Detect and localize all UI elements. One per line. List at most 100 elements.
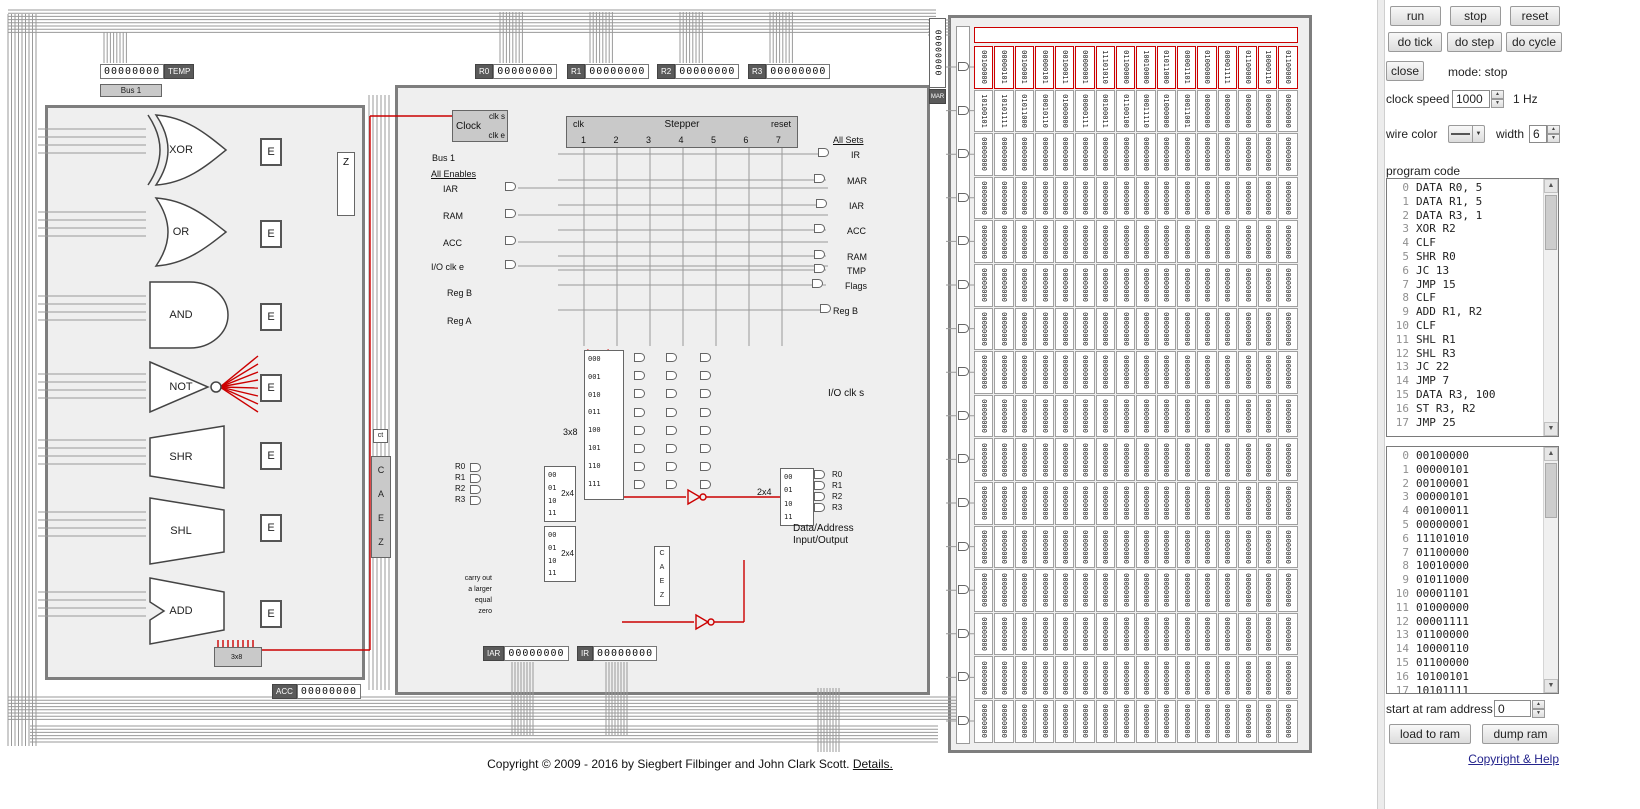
ram-cell-206[interactable]: 00000000	[1258, 569, 1278, 612]
ram-cell-194[interactable]: 00000000	[1014, 569, 1034, 612]
ram-cell-187[interactable]: 00000000	[1197, 525, 1217, 569]
ram-cell-250[interactable]: 00000000	[1176, 699, 1197, 743]
ram-cell-109[interactable]: 00000000	[1237, 307, 1258, 351]
ram-cell-45[interactable]: 00000000	[1237, 133, 1258, 176]
ram-cell-179[interactable]: 00000000	[1034, 525, 1055, 569]
ram-cell-39[interactable]: 00000000	[1116, 133, 1136, 176]
ram-cell-3[interactable]: 00000101	[1034, 46, 1055, 89]
ram-cell-106[interactable]: 00000000	[1176, 307, 1197, 351]
ram-cell-18[interactable]: 01011000	[1014, 89, 1034, 133]
scroll-up-icon[interactable]: ▲	[1544, 447, 1558, 461]
ram-cell-126[interactable]: 00000000	[1258, 351, 1278, 394]
ram-cell-40[interactable]: 00000000	[1136, 133, 1156, 176]
do-tick-button[interactable]: do tick	[1388, 32, 1442, 52]
ram-cell-148[interactable]: 00000000	[1055, 438, 1075, 481]
spinner-up-icon[interactable]: ▲	[1547, 125, 1560, 134]
ram-cell-81[interactable]: 00000000	[994, 263, 1014, 307]
ram-cell-11[interactable]: 01000000	[1197, 46, 1217, 89]
ram-cell-127[interactable]: 00000000	[1278, 351, 1298, 394]
ram-cell-231[interactable]: 00000000	[1116, 656, 1136, 699]
ram-cell-37[interactable]: 00000000	[1075, 133, 1095, 176]
ram-cell-62[interactable]: 00000000	[1258, 176, 1278, 220]
ram-cell-5[interactable]: 00000001	[1075, 46, 1095, 89]
ram-cell-232[interactable]: 00000000	[1136, 656, 1156, 699]
ram-cell-117[interactable]: 00000000	[1075, 351, 1095, 394]
scroll-down-icon[interactable]: ▼	[1544, 679, 1558, 693]
ram-cell-89[interactable]: 00000000	[1156, 263, 1176, 307]
ram-cell-63[interactable]: 00000000	[1278, 176, 1298, 220]
scroll-down-icon[interactable]: ▼	[1544, 422, 1558, 436]
ram-cell-214[interactable]: 00000000	[1095, 612, 1116, 656]
ram-cell-145[interactable]: 00000000	[994, 438, 1014, 481]
ram-cell-226[interactable]: 00000000	[1014, 656, 1034, 699]
do-step-button[interactable]: do step	[1447, 32, 1502, 52]
ram-cell-163[interactable]: 00000000	[1034, 481, 1055, 525]
ram-cell-151[interactable]: 00000000	[1116, 438, 1136, 481]
run-button[interactable]: run	[1390, 6, 1441, 26]
ram-cell-229[interactable]: 00000000	[1075, 656, 1095, 699]
ram-cell-130[interactable]: 00000000	[1014, 394, 1034, 438]
ram-cell-176[interactable]: 00000000	[974, 525, 994, 569]
ram-cell-47[interactable]: 00000000	[1278, 133, 1298, 176]
stop-button[interactable]: stop	[1450, 6, 1501, 26]
details-link[interactable]: Details.	[852, 757, 893, 771]
ram-cell-215[interactable]: 00000000	[1116, 612, 1136, 656]
ram-cell-38[interactable]: 00000000	[1095, 133, 1116, 176]
ram-cell-227[interactable]: 00000000	[1034, 656, 1055, 699]
ram-cell-67[interactable]: 00000000	[1034, 220, 1055, 263]
ram-cell-64[interactable]: 00000000	[974, 220, 994, 263]
ram-cell-54[interactable]: 00000000	[1095, 176, 1116, 220]
ram-cell-220[interactable]: 00000000	[1217, 612, 1237, 656]
wire-width-input[interactable]	[1529, 125, 1547, 143]
ram-cell-155[interactable]: 00000000	[1197, 438, 1217, 481]
ram-cell-53[interactable]: 00000000	[1075, 176, 1095, 220]
ram-cell-119[interactable]: 00000000	[1116, 351, 1136, 394]
ram-cell-213[interactable]: 00000000	[1075, 612, 1095, 656]
ram-cell-245[interactable]: 00000000	[1075, 699, 1095, 743]
ram-cell-68[interactable]: 00000000	[1055, 220, 1075, 263]
ram-cell-65[interactable]: 00000000	[994, 220, 1014, 263]
clock-speed-input[interactable]	[1452, 90, 1490, 108]
ram-cell-152[interactable]: 00000000	[1136, 438, 1156, 481]
ram-cell-75[interactable]: 00000000	[1197, 220, 1217, 263]
ram-cell-128[interactable]: 00000000	[974, 394, 994, 438]
ram-cell-108[interactable]: 00000000	[1217, 307, 1237, 351]
ram-cell-150[interactable]: 00000000	[1095, 438, 1116, 481]
ram-cell-69[interactable]: 00000000	[1075, 220, 1095, 263]
ram-cell-83[interactable]: 00000000	[1034, 263, 1055, 307]
ir-register[interactable]: IR 00000000	[577, 646, 658, 661]
ram-cell-217[interactable]: 00000000	[1156, 612, 1176, 656]
ram-cell-234[interactable]: 00000000	[1176, 656, 1197, 699]
ram-cell-153[interactable]: 00000000	[1156, 438, 1176, 481]
ram-cell-20[interactable]: 01000000	[1055, 89, 1075, 133]
ram-cell-144[interactable]: 00000000	[974, 438, 994, 481]
ram-cell-1[interactable]: 00000101	[994, 46, 1014, 89]
ram-cell-249[interactable]: 00000000	[1156, 699, 1176, 743]
ram-cell-61[interactable]: 00000000	[1237, 176, 1258, 220]
ram-cell-216[interactable]: 00000000	[1136, 612, 1156, 656]
ram-cell-0[interactable]: 00100000	[974, 46, 994, 89]
ram-cell-87[interactable]: 00000000	[1116, 263, 1136, 307]
ram-cell-58[interactable]: 00000000	[1176, 176, 1197, 220]
ram-cell-72[interactable]: 00000000	[1136, 220, 1156, 263]
ram-cell-184[interactable]: 00000000	[1136, 525, 1156, 569]
ram-cell-171[interactable]: 00000000	[1197, 481, 1217, 525]
ram-cell-208[interactable]: 00000000	[974, 612, 994, 656]
ram-cell-100[interactable]: 00000000	[1055, 307, 1075, 351]
start-address-input[interactable]	[1494, 700, 1531, 717]
ram-cell-253[interactable]: 00000000	[1237, 699, 1258, 743]
ram-cell-27[interactable]: 00000000	[1197, 89, 1217, 133]
ram-cell-36[interactable]: 00000000	[1055, 133, 1075, 176]
ram-cell-133[interactable]: 00000000	[1075, 394, 1095, 438]
program-scrollbar[interactable]: ▲ ▼	[1543, 179, 1558, 436]
ram-cell-31[interactable]: 00000000	[1278, 89, 1298, 133]
ram-cell-196[interactable]: 00000000	[1055, 569, 1075, 612]
ram-cell-132[interactable]: 00000000	[1055, 394, 1075, 438]
ram-cell-13[interactable]: 01100000	[1237, 46, 1258, 89]
scroll-thumb[interactable]	[1545, 463, 1557, 518]
ram-cell-185[interactable]: 00000000	[1156, 525, 1176, 569]
ram-cell-84[interactable]: 00000000	[1055, 263, 1075, 307]
mar-register[interactable]: 00000000	[929, 18, 946, 88]
ram-cell-142[interactable]: 00000000	[1258, 394, 1278, 438]
